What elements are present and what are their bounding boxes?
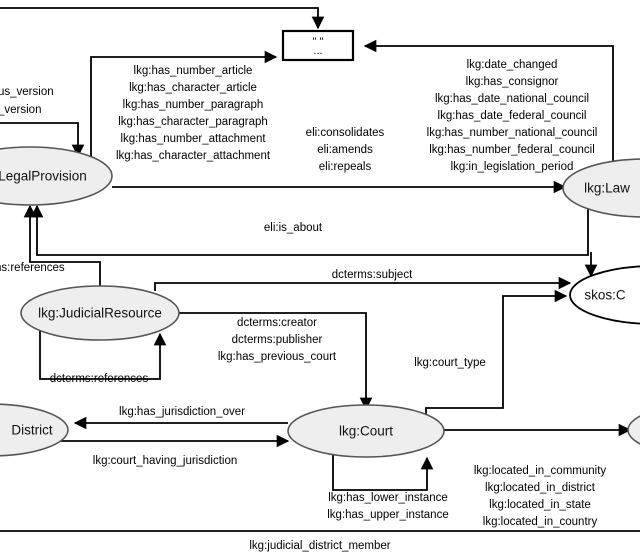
edge-dcterms-references-self: dcterms:references (39, 327, 167, 385)
edge-provision-law-label-0: eli:consolidates (306, 127, 385, 139)
edge-court-instance-self: lkg:has_lower_instance lkg:has_upper_ins… (327, 454, 449, 521)
edge-court-located-label-1: lkg:located_in_district (485, 482, 596, 494)
edge-literal-top-inflow (0, 7, 325, 30)
edge-dcterms-references-top: rms:references (0, 204, 101, 292)
edge-version: us_version _version (0, 86, 85, 158)
node-judicialresource-label: lkg:JudicialResource (38, 306, 162, 321)
edge-dcterms-subject-label: dcterms:subject (332, 269, 413, 281)
edge-court-having-jurisdiction: lkg:court_having_jurisdiction (42, 434, 290, 467)
edge-law-literal: lkg:date_changed lkg:has_consignor lkg:h… (363, 39, 614, 173)
edge-court-type: lkg:court_type (414, 289, 568, 418)
node-literal-dots: ... (313, 45, 322, 57)
edge-court-located-label-0: lkg:located_in_community (474, 465, 607, 477)
edge-dcterms-references-self-label: dcterms:references (50, 373, 149, 385)
edge-court-located-label-2: lkg:located_in_state (489, 499, 591, 511)
edge-provision-literal-label-1: lkg:has_character_article (129, 82, 257, 94)
edge-is-about-label: eli:is_about (264, 222, 323, 234)
edge-judicial-district-member: lkg:judicial_district_member (0, 530, 640, 552)
edge-dcterms-references-top-label: rms:references (0, 262, 65, 274)
edge-provision-law: eli:consolidates eli:amends eli:repeals (112, 127, 567, 194)
node-legalprovision[interactable]: lkg:LegalProvision (0, 146, 113, 206)
edge-provision-literal-label-5: lkg:has_character_attachment (116, 150, 271, 162)
node-legalprovision-label: lkg:LegalProvision (0, 169, 87, 184)
edge-law-literal-label-4: lkg:has_number_national_council (427, 127, 598, 139)
node-court-label: lkg:Court (339, 424, 393, 439)
edge-court-located: lkg:located_in_community lkg:located_in_… (442, 423, 632, 528)
edge-provision-literal-label-2: lkg:has_number_paragraph (123, 99, 264, 111)
edge-law-literal-label-1: lkg:has_consignor (466, 76, 559, 88)
node-judicialresource[interactable]: lkg:JudicialResource (20, 285, 180, 341)
edge-provision-literal-label-0: lkg:has_number_article (134, 65, 253, 77)
edge-version-label-0: us_version (0, 86, 54, 98)
node-law-label: lkg:Law (584, 181, 630, 196)
edge-court-located-label-3: lkg:located_in_country (483, 516, 598, 528)
edge-resource-court-label-0: dcterms:creator (237, 317, 317, 329)
node-district[interactable]: District (0, 403, 69, 457)
node-court[interactable]: lkg:Court (287, 404, 445, 458)
node-district-label: District (11, 423, 52, 438)
edge-dcterms-subject: dcterms:subject (154, 269, 572, 291)
edge-law-literal-label-3: lkg:has_date_federal_council (438, 110, 587, 122)
edge-resource-court-label-2: lkg:has_previous_court (218, 351, 337, 363)
edge-provision-law-label-2: eli:repeals (319, 161, 372, 173)
edge-provision-literal-label-3: lkg:has_character_paragraph (118, 116, 268, 128)
edge-law-literal-label-2: lkg:has_date_national_council (435, 93, 589, 105)
edge-court-type-label: lkg:court_type (414, 357, 486, 369)
edge-resource-court: dcterms:creator dcterms:publisher lkg:ha… (178, 312, 373, 411)
edge-resource-court-label-1: dcterms:publisher (232, 334, 323, 346)
edge-is-about: eli:is_about (30, 200, 589, 256)
edge-law-literal-label-5: lkg:has_number_federal_council (429, 144, 595, 156)
edge-court-having-jurisdiction-label: lkg:court_having_jurisdiction (93, 455, 237, 467)
node-right-clipped[interactable] (627, 404, 640, 456)
node-law[interactable]: lkg:Law (562, 158, 640, 218)
edge-provision-law-label-1: eli:amends (317, 144, 373, 156)
edge-judicial-district-member-label: lkg:judicial_district_member (249, 540, 390, 552)
edge-law-literal-label-0: lkg:date_changed (467, 59, 558, 71)
node-literal[interactable]: " " ... (281, 29, 355, 62)
edge-version-label-1: _version (0, 104, 41, 116)
edge-jurisdiction-over: lkg:has_jurisdiction_over (73, 406, 288, 430)
edge-provision-literal: lkg:has_number_article lkg:has_character… (90, 50, 278, 176)
edge-court-instance-self-label-0: lkg:has_lower_instance (328, 492, 448, 504)
edge-law-literal-label-6: lkg:in_legislation_period (451, 161, 574, 173)
edge-court-instance-self-label-1: lkg:has_upper_instance (327, 509, 448, 521)
edge-jurisdiction-over-label: lkg:has_jurisdiction_over (119, 406, 245, 418)
node-skosconcept[interactable]: skos:C (569, 265, 640, 325)
edge-provision-literal-label-4: lkg:has_number_attachment (120, 133, 266, 145)
node-literal-quote: " " (313, 36, 324, 48)
node-skosconcept-label: skos:C (584, 288, 626, 303)
